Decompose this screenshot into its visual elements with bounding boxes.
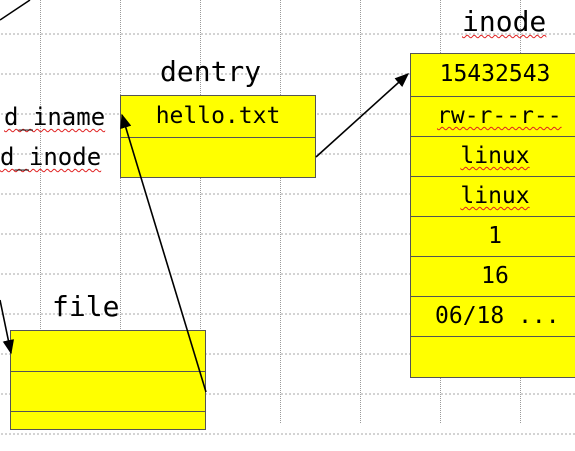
dentry-inode-cell (121, 137, 315, 179)
inode-field-empty (411, 336, 575, 379)
dentry-field-label-iname: d_iname (4, 103, 106, 131)
grid-line (360, 0, 361, 423)
inode-field-size: 16 (411, 256, 575, 296)
inode-title: inode (462, 5, 547, 38)
arrow-top-left-line (0, 0, 31, 21)
dentry-iname-cell: hello.txt (155, 103, 281, 129)
inode-field-time: 06/18 ... (411, 296, 575, 336)
inode-box: 15432543 rw-r--r-- linux linux 1 16 06/1… (410, 53, 575, 378)
dentry-title: dentry (160, 55, 262, 88)
inode-field-mode: rw-r--r-- (411, 96, 575, 136)
file-box (10, 330, 206, 430)
file-row (11, 331, 205, 371)
dentry-field-label-inode: d_inode (0, 143, 102, 171)
grid-line (40, 0, 41, 423)
arrow-dentry-to-inode (315, 73, 410, 158)
inode-field-uid: linux (411, 136, 575, 176)
inode-field-gid: linux (411, 176, 575, 216)
inode-field-nlink: 1 (411, 216, 575, 256)
file-row (11, 411, 205, 451)
inode-field-ino: 15432543 (439, 61, 551, 87)
grid-line (120, 0, 121, 423)
dentry-box: hello.txt (120, 95, 316, 178)
file-row (11, 371, 205, 411)
file-title: file (52, 290, 120, 323)
grid-line (280, 0, 281, 423)
